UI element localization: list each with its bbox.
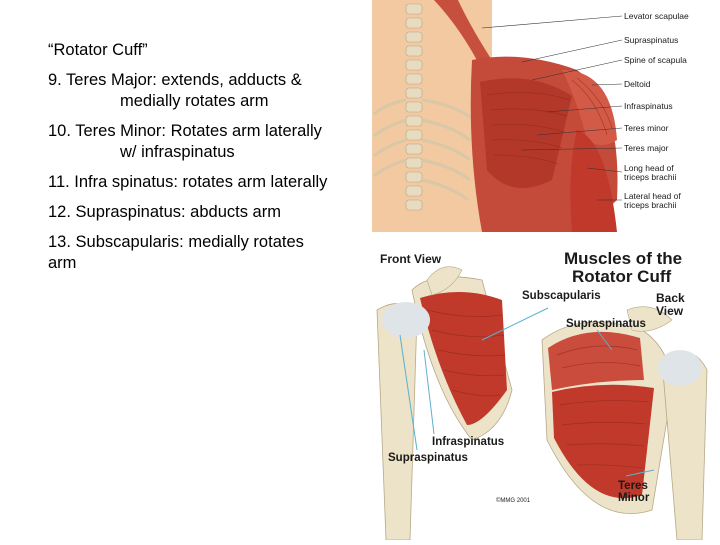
figure-title-line: Muscles of the: [564, 249, 683, 268]
spine-vertebrae: [405, 3, 423, 211]
label-teres-minor-cuff: Teres Minor: [618, 480, 649, 504]
label-levator-scapulae: Levator scapulae: [624, 11, 689, 21]
slide-text: “Rotator Cuff” 9. Teres Major: extends, …: [48, 40, 368, 283]
rotator-cuff-drawing: [376, 266, 708, 541]
label-line: Teres: [618, 480, 648, 492]
rotator-cuff-illustration: Front View Muscles of the Rotator Cuff B…: [372, 240, 720, 541]
front-view-label: Front View: [380, 252, 442, 266]
item-text: 9. Teres Major: extends, adducts &: [48, 71, 302, 89]
list-item: 10. Teres Minor: Rotates arm laterally w…: [48, 121, 368, 163]
label-teres-major: Teres major: [624, 143, 669, 153]
label-line: Lateral head of: [624, 191, 681, 201]
label-long-head-triceps: Long head of triceps brachii: [624, 164, 676, 182]
label-deltoid: Deltoid: [624, 79, 651, 89]
label-line: Long head of: [624, 163, 674, 173]
label-spine-of-scapula: Spine of scapula: [624, 55, 687, 65]
label-line: triceps brachii: [624, 172, 677, 182]
list-item: 13. Subscapularis: medially rotates arm: [48, 232, 368, 274]
item-text-continued: arm: [48, 254, 77, 272]
back-view-label: Back View: [656, 292, 685, 318]
list-item: 12. Supraspinatus: abducts arm: [48, 202, 368, 223]
slide-heading: “Rotator Cuff”: [48, 41, 148, 59]
list-item: 9. Teres Major: extends, adducts & media…: [48, 70, 368, 112]
label-line: Minor: [618, 492, 650, 504]
item-text: 10. Teres Minor: Rotates arm laterally: [48, 122, 322, 140]
item-text-continued: medially rotates arm: [120, 92, 269, 110]
item-text-continued: w/ infraspinatus: [120, 143, 235, 161]
back-view-line: Back: [656, 291, 685, 305]
back-muscles-drawing: [372, 0, 623, 232]
label-line: triceps brachii: [624, 200, 677, 210]
copyright-label: ©MMG 2001: [496, 498, 531, 504]
back-view-line: View: [656, 304, 684, 318]
list-item: 11. Infra spinatus: rotates arm laterall…: [48, 172, 368, 193]
back-muscles-illustration: Levator scapulae Supraspinatus Spine of …: [372, 0, 720, 232]
item-text: 13. Subscapularis: medially rotates: [48, 233, 304, 251]
label-infraspinatus: Infraspinatus: [624, 101, 673, 111]
label-teres-minor: Teres minor: [624, 123, 669, 133]
item-text: 12. Supraspinatus: abducts arm: [48, 203, 281, 221]
label-supraspinatus: Supraspinatus: [624, 35, 679, 45]
item-text: 11. Infra spinatus: rotates arm laterall…: [48, 173, 328, 191]
figure-title: Muscles of the Rotator Cuff: [564, 250, 682, 286]
label-subscapularis: Subscapularis: [522, 290, 601, 302]
figure-title-line: Rotator Cuff: [572, 267, 672, 286]
label-lateral-head-triceps: Lateral head of triceps brachii: [624, 192, 681, 210]
label-infraspinatus: Infraspinatus: [432, 436, 505, 448]
label-supraspinatus-back: Supraspinatus: [566, 318, 646, 330]
label-supraspinatus-front: Supraspinatus: [388, 452, 468, 464]
